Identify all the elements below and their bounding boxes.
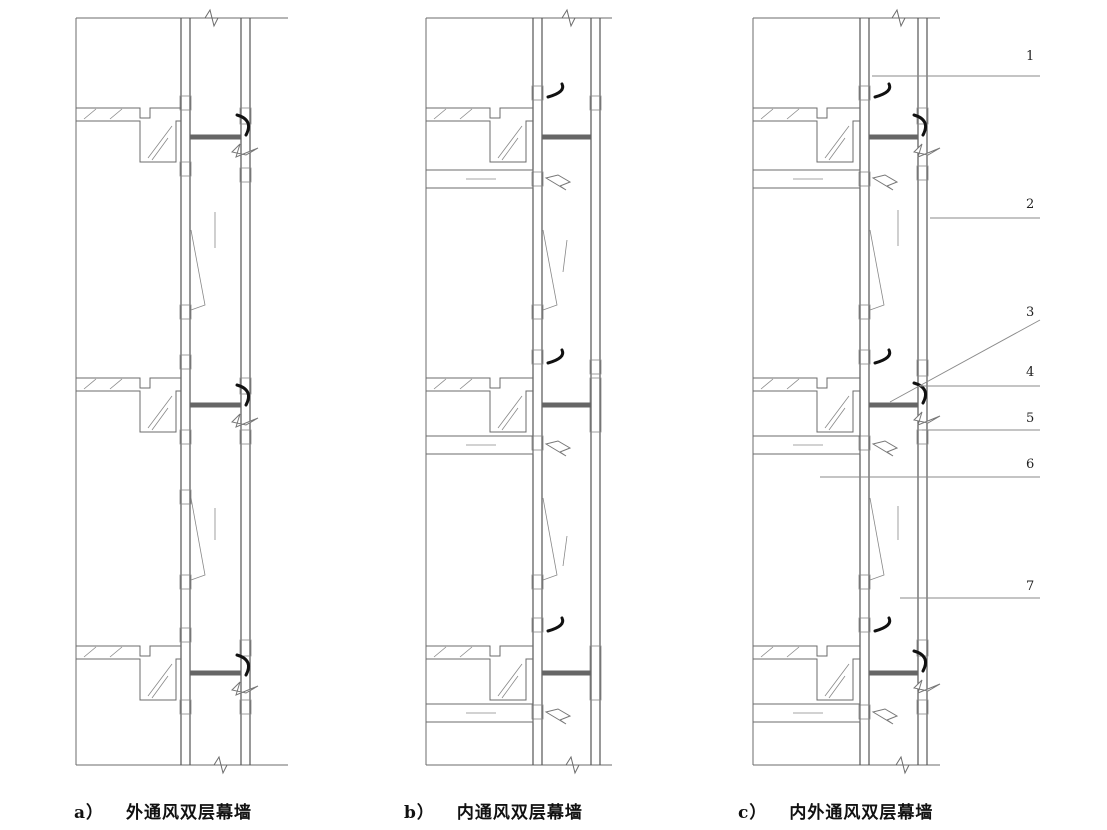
caption-c: c） 内外通风双层幕墙 bbox=[738, 798, 933, 823]
caption-c-text: 内外通风双层幕墙 bbox=[789, 803, 934, 823]
caption-b-letter: b） bbox=[404, 803, 435, 823]
callout-3: 3 bbox=[1026, 305, 1034, 320]
panel-b-internal-ventilation-section bbox=[425, 8, 612, 775]
callout-6: 6 bbox=[1026, 457, 1034, 472]
callout-5: 5 bbox=[1026, 411, 1034, 426]
callout-1: 1 bbox=[1026, 49, 1034, 64]
callout-2: 2 bbox=[1026, 197, 1034, 212]
caption-c-letter: c） bbox=[738, 803, 768, 823]
caption-a: a） 外通风双层幕墙 bbox=[74, 798, 252, 823]
caption-a-text: 外通风双层幕墙 bbox=[126, 803, 253, 823]
callout-4: 4 bbox=[1026, 365, 1034, 380]
panel-a-external-ventilation-section bbox=[75, 8, 288, 775]
caption-a-letter: a） bbox=[74, 803, 105, 823]
caption-b-text: 内通风双层幕墙 bbox=[456, 803, 583, 823]
panel-c-internal-external-ventilation-section: 1 2 3 4 5 6 7 bbox=[752, 8, 1041, 775]
caption-b: b） 内通风双层幕墙 bbox=[404, 798, 583, 823]
callout-7: 7 bbox=[1026, 579, 1034, 594]
